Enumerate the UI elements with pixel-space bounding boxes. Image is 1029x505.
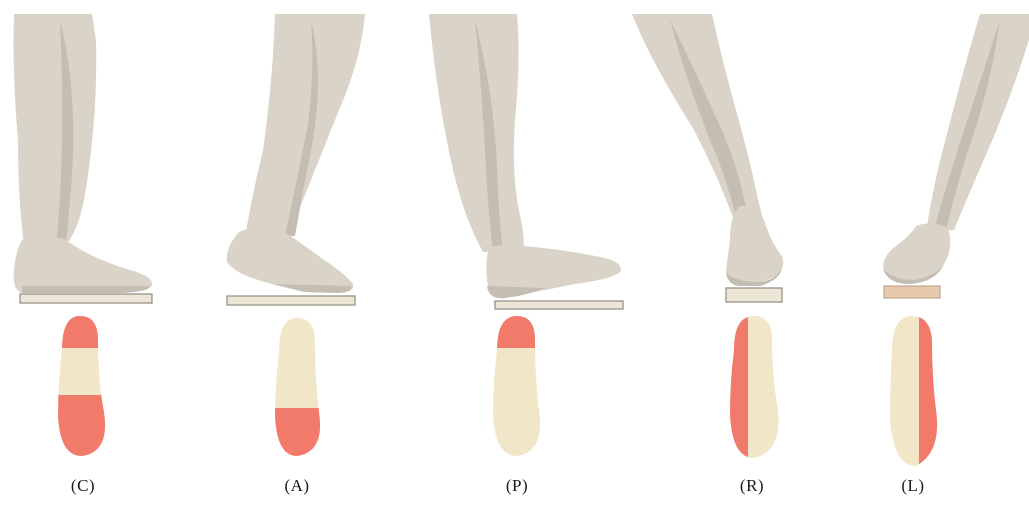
panel-label: (C) [53, 476, 113, 496]
pressure-zone-heel [50, 395, 120, 465]
pressure-zone-heel [485, 308, 555, 348]
plantar-pressure-map [0, 0, 170, 470]
panel-p: (P) [425, 0, 635, 505]
panel-label: (R) [722, 476, 782, 496]
pressure-zone-medial [919, 310, 949, 470]
pressure-zone-forefoot [50, 310, 120, 348]
panel-r: (R) [630, 0, 820, 505]
panel-label: (L) [883, 476, 943, 496]
plantar-pressure-map [215, 0, 375, 470]
plantar-pressure-map [850, 0, 1029, 470]
panel-label: (P) [487, 476, 547, 496]
pressure-zone-lateral [720, 310, 748, 470]
plantar-pressure-map [425, 0, 635, 470]
pressure-zone-forefoot [265, 408, 335, 468]
panel-c: (C) [0, 0, 170, 505]
panel-a: (A) [215, 0, 375, 505]
panel-label: (A) [267, 476, 327, 496]
panel-l: (L) [850, 0, 1029, 505]
plantar-pressure-map [630, 0, 820, 470]
